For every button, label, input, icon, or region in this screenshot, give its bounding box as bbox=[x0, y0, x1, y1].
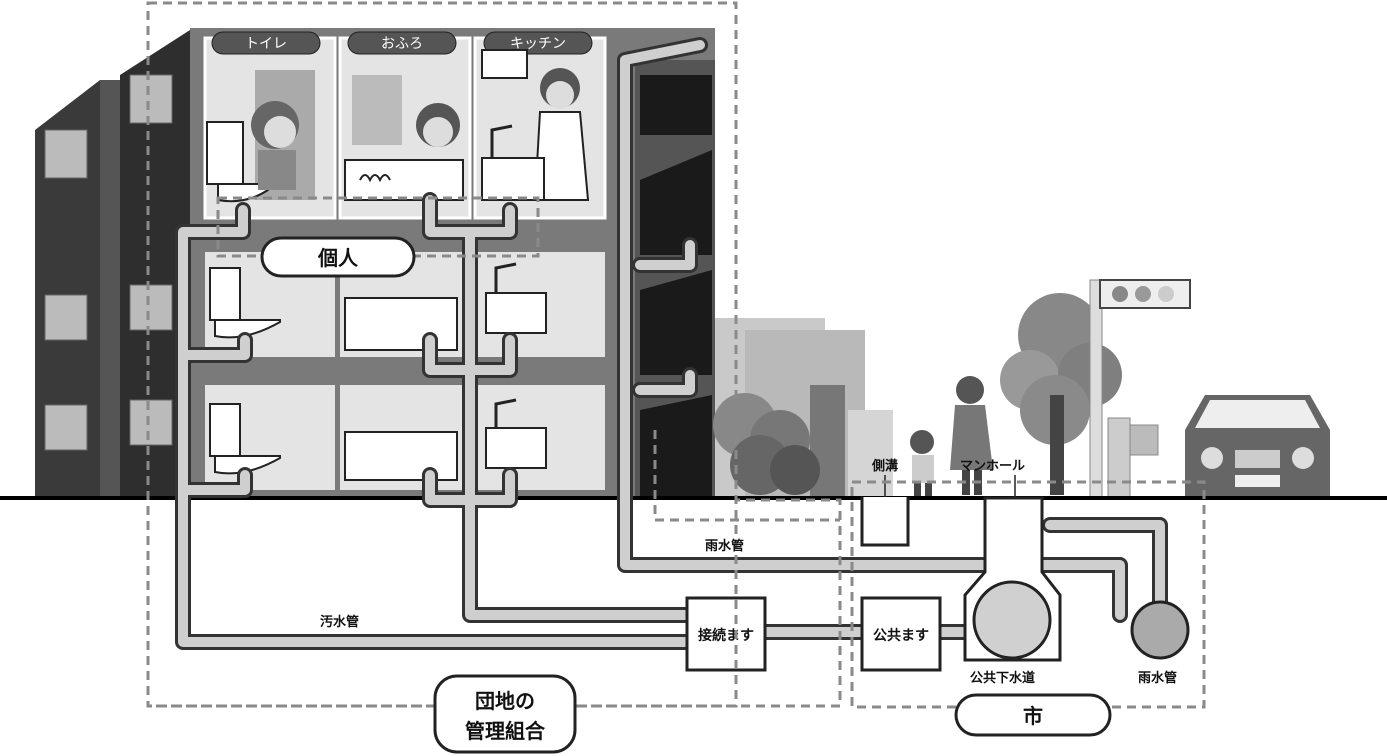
management-label-line2: 管理組合 bbox=[465, 719, 546, 743]
city-rain-pipe-circle bbox=[1130, 600, 1190, 660]
manhole-shaft bbox=[963, 475, 1062, 662]
rain-pipe-building-label: 雨水管 bbox=[705, 538, 744, 554]
toilet-room-contents bbox=[206, 70, 315, 203]
room-label-bath: おふろ bbox=[347, 31, 457, 55]
middle-floor-fixtures bbox=[209, 262, 547, 351]
connection-box: 接続ます bbox=[685, 596, 767, 672]
manhole-label: マンホール bbox=[960, 459, 1025, 474]
shrub bbox=[713, 393, 820, 495]
background-building bbox=[35, 30, 190, 498]
gutter-label: 側溝 bbox=[871, 458, 898, 474]
management-zone-label: 団地の 管理組合 bbox=[433, 674, 577, 754]
public-sewer-label: 公共下水道 bbox=[970, 670, 1035, 686]
room-label-toilet: トイレ bbox=[211, 31, 321, 55]
rain-pipe-city-label: 雨水管 bbox=[1138, 670, 1177, 686]
bath-room-contents bbox=[344, 75, 464, 201]
connection-box-label: 接続ます bbox=[698, 627, 754, 644]
gutter bbox=[860, 475, 910, 547]
city-zone-label: 市 bbox=[954, 693, 1112, 737]
city-label: 市 bbox=[1023, 704, 1043, 728]
public-box: 公共ます bbox=[860, 596, 942, 672]
room-label-kitchen: キッチン bbox=[483, 31, 593, 55]
sewage-pipes bbox=[175, 37, 1168, 650]
shrub-zone-outline bbox=[653, 430, 840, 522]
individual-zone-label: 個人 bbox=[260, 236, 416, 278]
individual-label: 個人 bbox=[317, 246, 359, 270]
individual-zone-outline bbox=[216, 196, 540, 258]
kitchen-label: キッチン bbox=[510, 36, 566, 52]
sewage-pipe-label: 汚水管 bbox=[320, 614, 359, 630]
toilet-label: トイレ bbox=[245, 36, 287, 52]
bath-label: おふろ bbox=[381, 36, 423, 52]
child-figure bbox=[910, 430, 934, 496]
kitchen-room-contents bbox=[481, 49, 590, 201]
public-box-label: 公共ます bbox=[873, 627, 929, 644]
street-tree bbox=[1000, 293, 1122, 495]
ground-line bbox=[0, 496, 1387, 500]
mother-figure bbox=[950, 376, 993, 495]
car bbox=[1185, 395, 1330, 498]
management-zone-top bbox=[146, 1, 738, 708]
management-label-line1: 団地の bbox=[475, 689, 535, 713]
management-zone-outline bbox=[148, 420, 842, 708]
